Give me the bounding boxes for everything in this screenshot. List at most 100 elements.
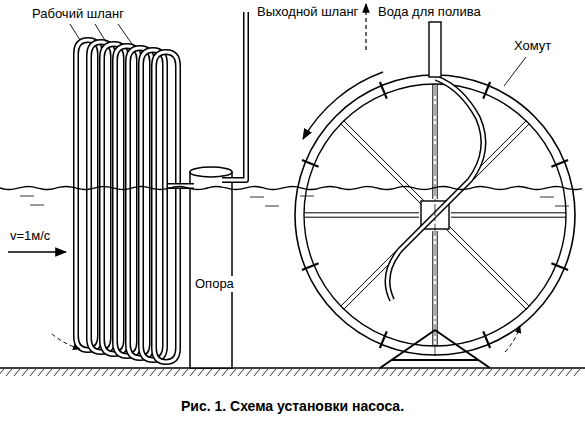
ground-hatch <box>358 369 364 376</box>
ground-hatch <box>46 369 52 376</box>
leader-line <box>504 57 526 86</box>
ground-hatch <box>382 369 388 376</box>
wheel-spoke <box>432 84 433 199</box>
ground-hatch <box>534 369 540 376</box>
ground-hatch <box>414 369 420 376</box>
ground-hatch <box>558 369 564 376</box>
water-ripple <box>20 196 34 197</box>
ground-hatch <box>86 369 92 376</box>
ground-hatch <box>118 369 124 376</box>
water-surface <box>0 186 582 189</box>
hose-clamp <box>302 160 319 167</box>
ground-hatch <box>446 369 452 376</box>
hose-coil-loop <box>154 52 178 362</box>
outlet-pipe <box>429 22 441 77</box>
wheel-outlet-hose <box>435 78 483 215</box>
water-ripple <box>250 197 264 198</box>
wheel-spoke <box>437 84 438 199</box>
ground-hatch <box>134 369 140 376</box>
water-ripple <box>300 196 314 197</box>
hose-clamp <box>483 331 490 348</box>
ground-hatch <box>438 369 444 376</box>
wheel-spoke <box>304 217 419 218</box>
ground-hatch <box>214 369 220 376</box>
flow-arrow <box>8 251 66 253</box>
ground-hatch <box>190 369 196 376</box>
ground-hatch <box>158 369 164 376</box>
ground-hatch <box>270 369 276 376</box>
ground-hatch <box>406 369 412 376</box>
ground-hatch <box>126 369 132 376</box>
hose-clamp <box>551 160 568 167</box>
ground-hatch <box>278 369 284 376</box>
ground-hatch <box>262 369 268 376</box>
wheel-spoke <box>304 212 419 213</box>
hose-clamp <box>380 82 387 99</box>
ground-hatch <box>110 369 116 376</box>
hose-clamp <box>302 263 319 270</box>
ground-hatch <box>70 369 76 376</box>
part-label: Опора <box>193 276 236 292</box>
ground-hatch <box>22 369 28 376</box>
ground-hatch <box>150 369 156 376</box>
wheel-inlet-hose <box>388 215 436 300</box>
ground-hatch <box>78 369 84 376</box>
ground-hatch <box>30 369 36 376</box>
wheel-outlet-hose-inner <box>435 78 483 215</box>
wheel-spoke <box>451 217 566 218</box>
ground-hatch <box>62 369 68 376</box>
figure-caption: Рис. 1. Схема установки насоса. <box>181 398 404 415</box>
hose-clamp <box>551 263 568 270</box>
ground-hatch <box>478 369 484 376</box>
velocity-label: v=1м/с <box>8 228 52 244</box>
ground-hatch <box>0 369 4 376</box>
wheel-spoke <box>445 228 526 309</box>
wheel-spoke <box>437 231 438 346</box>
ground-hatch <box>294 369 300 376</box>
ground-hatch <box>566 369 572 376</box>
ground-hatch <box>94 369 100 376</box>
ground-hatch <box>526 369 532 376</box>
ground-hatch <box>142 369 148 376</box>
ground-hatch <box>374 369 380 376</box>
ground-hatch <box>310 369 316 376</box>
ground-hatch <box>454 369 460 376</box>
ground-line <box>0 367 585 369</box>
support-post <box>190 172 232 368</box>
ground-hatch <box>542 369 548 376</box>
ground-hatch <box>326 369 332 376</box>
ground-hatch <box>350 369 356 376</box>
outlet-hose <box>222 12 246 180</box>
ground-hatch <box>254 369 260 376</box>
leader-line <box>95 24 106 42</box>
part-label: Вода для полива <box>376 4 483 20</box>
ground-hatch <box>574 369 580 376</box>
leader-line <box>70 24 80 40</box>
ground-hatch <box>246 369 252 376</box>
wheel-spoke <box>448 225 529 306</box>
ground-hatch <box>430 369 436 376</box>
rotation-arrow <box>303 72 383 139</box>
intake-arrow <box>52 334 80 349</box>
outlet-hose-inner <box>222 12 246 180</box>
ground-hatch <box>398 369 404 376</box>
ground-hatch <box>470 369 476 376</box>
axis-line <box>435 84 436 364</box>
ground-hatch <box>390 369 396 376</box>
intake-arrow <box>505 326 520 352</box>
ground-hatch <box>102 369 108 376</box>
ground-hatch <box>494 369 500 376</box>
ground-hatch <box>302 369 308 376</box>
ground-hatch <box>174 369 180 376</box>
ground-hatch <box>222 369 228 376</box>
ground-hatch <box>14 369 20 376</box>
ground-hatch <box>462 369 468 376</box>
ground-hatch <box>206 369 212 376</box>
ground-hatch <box>38 369 44 376</box>
wheel-spoke <box>341 124 422 205</box>
water-ripple <box>540 197 554 198</box>
part-label: Выходной шланг <box>255 4 360 20</box>
hose-clamp <box>483 82 490 99</box>
